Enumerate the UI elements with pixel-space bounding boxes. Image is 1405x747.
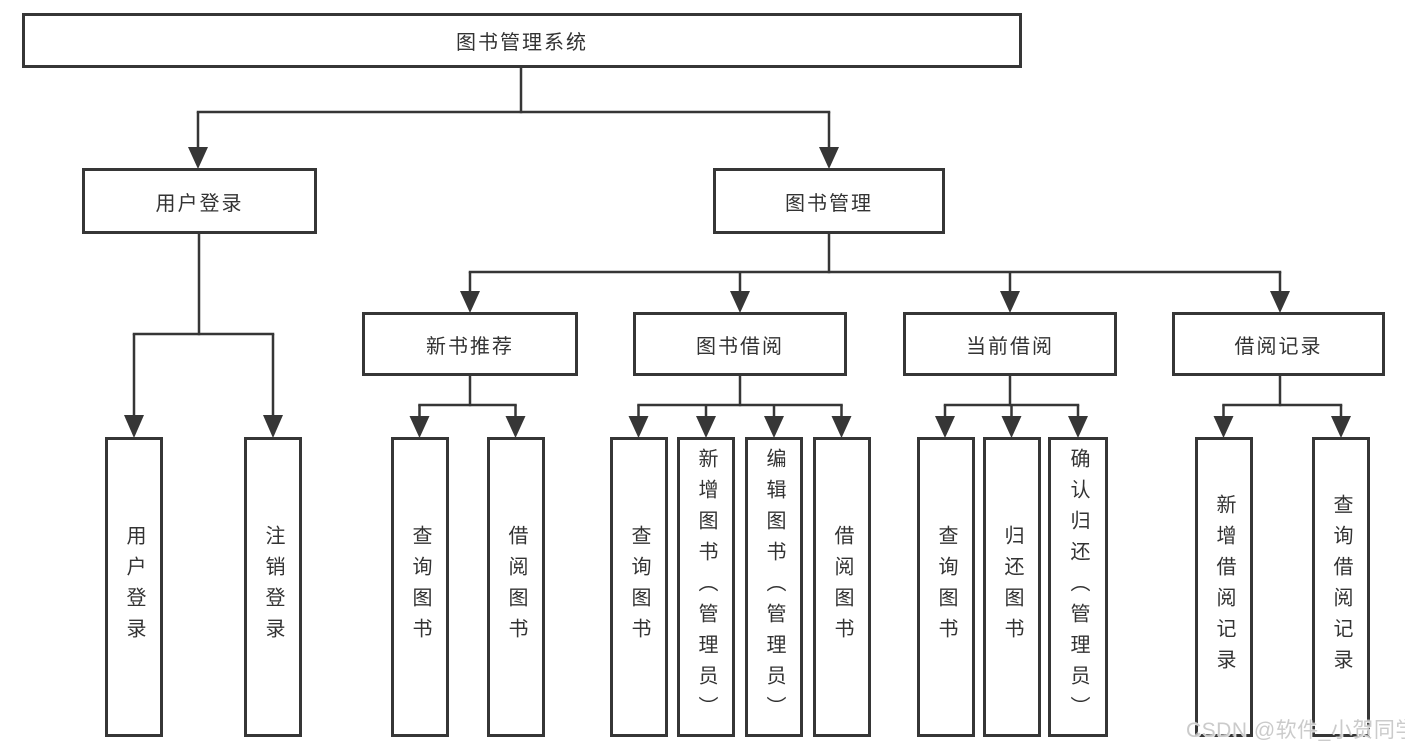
leaf-recommend-query-book-label: 查询图书	[409, 525, 431, 649]
node-new-book-recommend: 新书推荐	[362, 312, 578, 376]
node-new-book-recommend-label: 新书推荐	[426, 335, 514, 358]
leaf-logout-label: 注销登录	[262, 525, 284, 649]
node-borrow-records-label: 借阅记录	[1234, 335, 1323, 358]
node-user-login: 用户登录	[82, 168, 317, 234]
node-book-management: 图书管理	[713, 168, 945, 234]
node-borrow-records: 借阅记录	[1172, 312, 1385, 376]
leaf-query-borrow-record-label: 查询借阅记录	[1330, 494, 1352, 680]
leaf-borrow-query-book-label: 查询图书	[628, 525, 650, 649]
node-user-login-label: 用户登录	[155, 192, 244, 215]
leaf-return-book: 归还图书	[983, 437, 1041, 737]
node-current-borrow-label: 当前借阅	[966, 335, 1054, 358]
node-current-borrow: 当前借阅	[903, 312, 1117, 376]
arrowhead-icons	[124, 147, 1351, 438]
node-root: 图书管理系统	[22, 13, 1022, 68]
node-root-label: 图书管理系统	[456, 32, 588, 54]
leaf-recommend-borrow-book-label: 借阅图书	[505, 525, 527, 649]
leaf-borrow-book-label: 借阅图书	[831, 525, 853, 649]
leaf-recommend-query-book: 查询图书	[391, 437, 449, 737]
node-book-management-label: 图书管理	[785, 192, 873, 215]
leaf-user-login-label: 用户登录	[123, 525, 145, 649]
leaf-borrow-query-book: 查询图书	[610, 437, 668, 737]
leaf-confirm-return-admin-label: 确认归还（管理员）	[1067, 447, 1089, 727]
node-book-borrow-label: 图书借阅	[696, 335, 784, 358]
leaf-edit-book-admin: 编辑图书（管理员）	[745, 437, 803, 737]
node-book-borrow: 图书借阅	[633, 312, 847, 376]
leaf-add-book-admin-label: 新增图书（管理员）	[695, 447, 717, 727]
leaf-add-borrow-record: 新增借阅记录	[1195, 437, 1253, 737]
leaf-logout: 注销登录	[244, 437, 302, 737]
leaf-user-login: 用户登录	[105, 437, 163, 737]
leaf-current-query-book: 查询图书	[917, 437, 975, 737]
leaf-add-borrow-record-label: 新增借阅记录	[1213, 494, 1235, 680]
leaf-confirm-return-admin: 确认归还（管理员）	[1048, 437, 1108, 737]
leaf-query-borrow-record: 查询借阅记录	[1312, 437, 1370, 737]
leaf-borrow-book: 借阅图书	[813, 437, 871, 737]
csdn-watermark: CSDN @软件_小贺同学	[1186, 719, 1405, 742]
leaf-recommend-borrow-book: 借阅图书	[487, 437, 545, 737]
leaf-return-book-label: 归还图书	[1001, 525, 1023, 649]
leaf-add-book-admin: 新增图书（管理员）	[677, 437, 735, 737]
leaf-current-query-book-label: 查询图书	[935, 525, 957, 649]
leaf-edit-book-admin-label: 编辑图书（管理员）	[763, 447, 785, 727]
